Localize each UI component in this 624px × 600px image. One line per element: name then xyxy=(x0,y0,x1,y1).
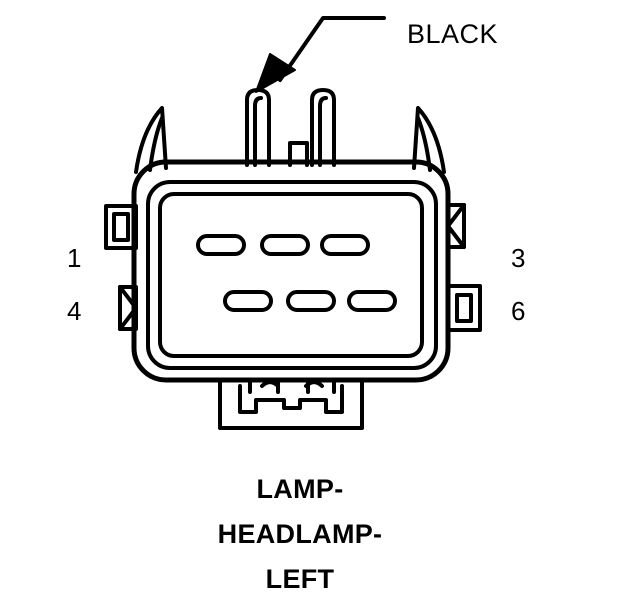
connector-cavity-face xyxy=(158,192,424,358)
pin-cavity-6 xyxy=(347,290,397,312)
right-locking-tab-lower xyxy=(446,284,482,332)
bottom-key-feature xyxy=(218,378,364,430)
caption-line-2: HEADLAMP- xyxy=(217,519,383,549)
pin-label-4: 4 xyxy=(67,296,82,326)
pin-cavity-2 xyxy=(260,234,310,256)
pin-label-3: 3 xyxy=(511,243,526,273)
pin-cavity-4 xyxy=(223,290,273,312)
pin-label-1: 1 xyxy=(67,243,82,273)
callout-leader-arrow xyxy=(255,16,386,93)
wire-color-label: BLACK xyxy=(407,19,499,49)
caption-line-3: LEFT xyxy=(265,564,335,594)
pin-cavity-5 xyxy=(286,290,336,312)
pin-label-6: 6 xyxy=(511,296,526,326)
pin-cavity-1 xyxy=(196,234,246,256)
connector-housing-inner xyxy=(146,180,438,370)
pin-cavities xyxy=(196,234,397,312)
pin-cavity-3 xyxy=(320,234,370,256)
caption-line-1: LAMP- xyxy=(256,474,344,504)
connector-housing-outer xyxy=(131,159,451,383)
top-terminal-prongs xyxy=(245,88,336,167)
